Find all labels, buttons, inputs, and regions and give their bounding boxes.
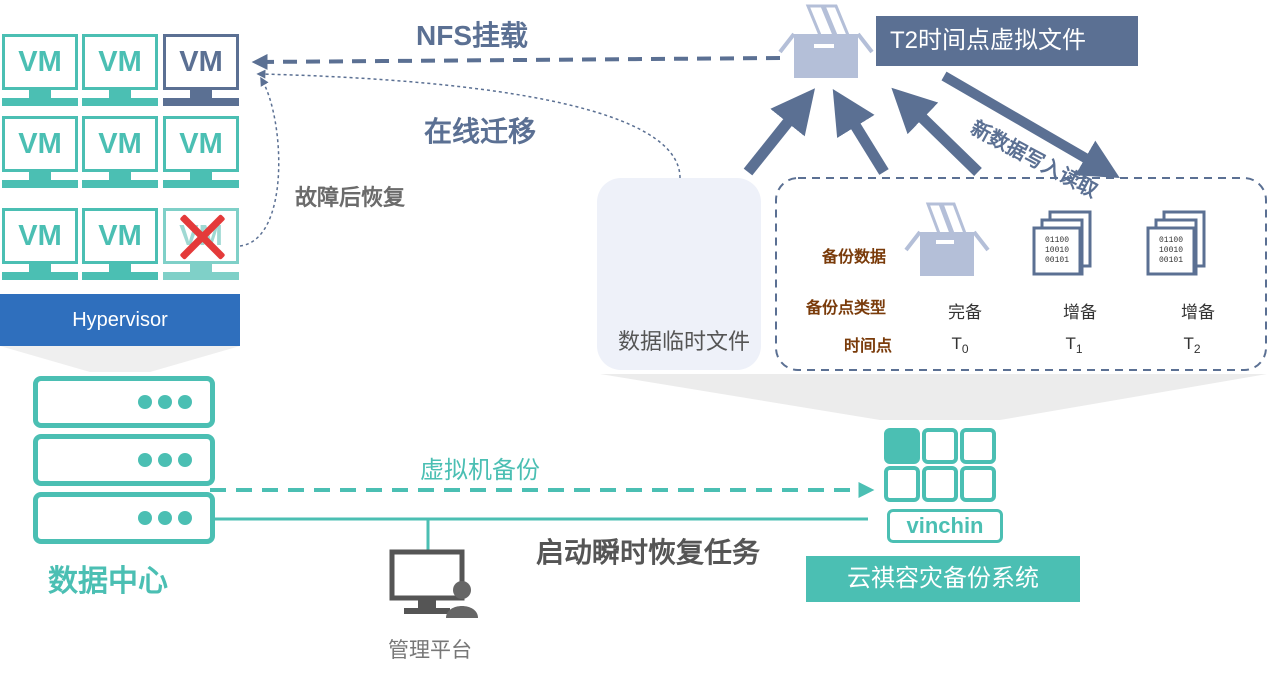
vinchin-logo: vinchin — [887, 509, 1003, 543]
svg-text:00101: 00101 — [1159, 256, 1183, 265]
vm-monitor: VM — [82, 116, 158, 196]
failure-x-icon — [177, 212, 227, 262]
svg-text:01100: 01100 — [1159, 236, 1183, 245]
row-label-backup-data: 备份数据 — [822, 249, 887, 266]
system-projection — [600, 374, 1267, 420]
temp-file-panel — [597, 178, 761, 370]
arrow-temp-to-t2 — [743, 88, 815, 176]
arrow-t1-to-t2 — [891, 87, 982, 176]
time-cell-t2: T2 — [1183, 334, 1201, 356]
row-label-time-point: 时间点 — [844, 338, 893, 355]
vm-backup-label: 虚拟机备份 — [420, 457, 540, 484]
vm-stand — [190, 172, 212, 180]
logo-tile — [884, 428, 920, 464]
nfs-mount-label: NFS挂载 — [416, 20, 529, 51]
hypervisor-bar: Hypervisor — [0, 294, 240, 346]
failure-recovery-label: 故障后恢复 — [295, 185, 406, 210]
type-cell-t0: 完备 — [948, 303, 982, 322]
live-migration-curve — [256, 69, 681, 179]
vm-stand — [190, 264, 212, 272]
t2-binary-document-icon: 01100 10010 00101 — [1146, 210, 1206, 276]
failure-recovery-curve — [239, 76, 280, 247]
vm-base — [82, 98, 158, 106]
t1-binary-document-icon: 01100 10010 00101 — [1032, 210, 1092, 276]
svg-text:10010: 10010 — [1045, 246, 1069, 255]
vm-label: VM — [82, 208, 158, 264]
vm-monitor: VM — [163, 34, 239, 114]
svg-text:01100: 01100 — [1045, 236, 1069, 245]
type-cell-t2: 增备 — [1181, 303, 1215, 322]
time-cell-t0: T0 — [951, 334, 969, 356]
server-unit-3 — [33, 492, 215, 544]
vm-monitor: VM — [82, 34, 158, 114]
row-label-backup-type: 备份点类型 — [806, 300, 887, 317]
hypervisor-projection — [0, 346, 240, 372]
logo-tile — [960, 466, 996, 502]
vm-base — [82, 272, 158, 280]
vm-monitor: VM — [2, 34, 78, 114]
datacenter-label: 数据中心 — [48, 565, 168, 598]
vm-base — [163, 98, 239, 106]
vm-monitor: VM — [2, 208, 78, 288]
vm-label: VM — [82, 34, 158, 90]
system-name-label: 云祺容灾备份系统 — [806, 556, 1080, 602]
vm-label: VM — [163, 34, 239, 90]
new-data-arrow — [941, 71, 1120, 179]
temp-data-file-label: 数据临时文件 — [618, 329, 751, 354]
server-unit-1 — [33, 376, 215, 428]
t2-virtual-file-label: T2时间点虚拟文件 — [876, 16, 1138, 66]
type-cell-t1: 增备 — [1063, 303, 1097, 322]
vm-stand — [29, 172, 51, 180]
arrow-t0-to-t2 — [832, 89, 889, 175]
logo-tile — [922, 428, 958, 464]
vm-label: VM — [2, 208, 78, 264]
vm-label: VM — [163, 116, 239, 172]
backup-points-region — [775, 177, 1267, 371]
logo-tile — [884, 466, 920, 502]
vm-stand — [190, 90, 212, 98]
management-monitor-icon — [389, 549, 478, 618]
svg-text:10010: 10010 — [1159, 246, 1183, 255]
vm-monitor: VM — [2, 116, 78, 196]
vm-label: VM — [2, 116, 78, 172]
nfs-mount-arrow — [251, 53, 781, 70]
t0-box-icon — [904, 202, 990, 276]
vm-base — [2, 98, 78, 106]
vm-stand — [29, 264, 51, 272]
time-cell-t1: T1 — [1065, 334, 1083, 356]
t2-box-icon — [778, 4, 874, 78]
start-recovery-label: 启动瞬时恢复任务 — [536, 537, 761, 568]
vm-base — [163, 180, 239, 188]
vm-base — [163, 272, 239, 280]
vm-stand — [29, 90, 51, 98]
svg-text:00101: 00101 — [1045, 256, 1069, 265]
vm-monitor: VM — [163, 116, 239, 196]
logo-tile — [922, 466, 958, 502]
vm-stand — [109, 172, 131, 180]
live-migration-label: 在线迁移 — [424, 116, 537, 147]
vm-stand — [109, 264, 131, 272]
vm-label: VM — [2, 34, 78, 90]
vm-base — [2, 272, 78, 280]
vm-base — [2, 180, 78, 188]
vm-stand — [109, 90, 131, 98]
server-unit-2 — [33, 434, 215, 486]
vm-monitor: VM — [82, 208, 158, 288]
management-platform-label: 管理平台 — [388, 639, 472, 662]
vm-base — [82, 180, 158, 188]
vm-failed: VM — [163, 208, 239, 288]
vm-label: VM — [82, 116, 158, 172]
logo-tile — [960, 428, 996, 464]
